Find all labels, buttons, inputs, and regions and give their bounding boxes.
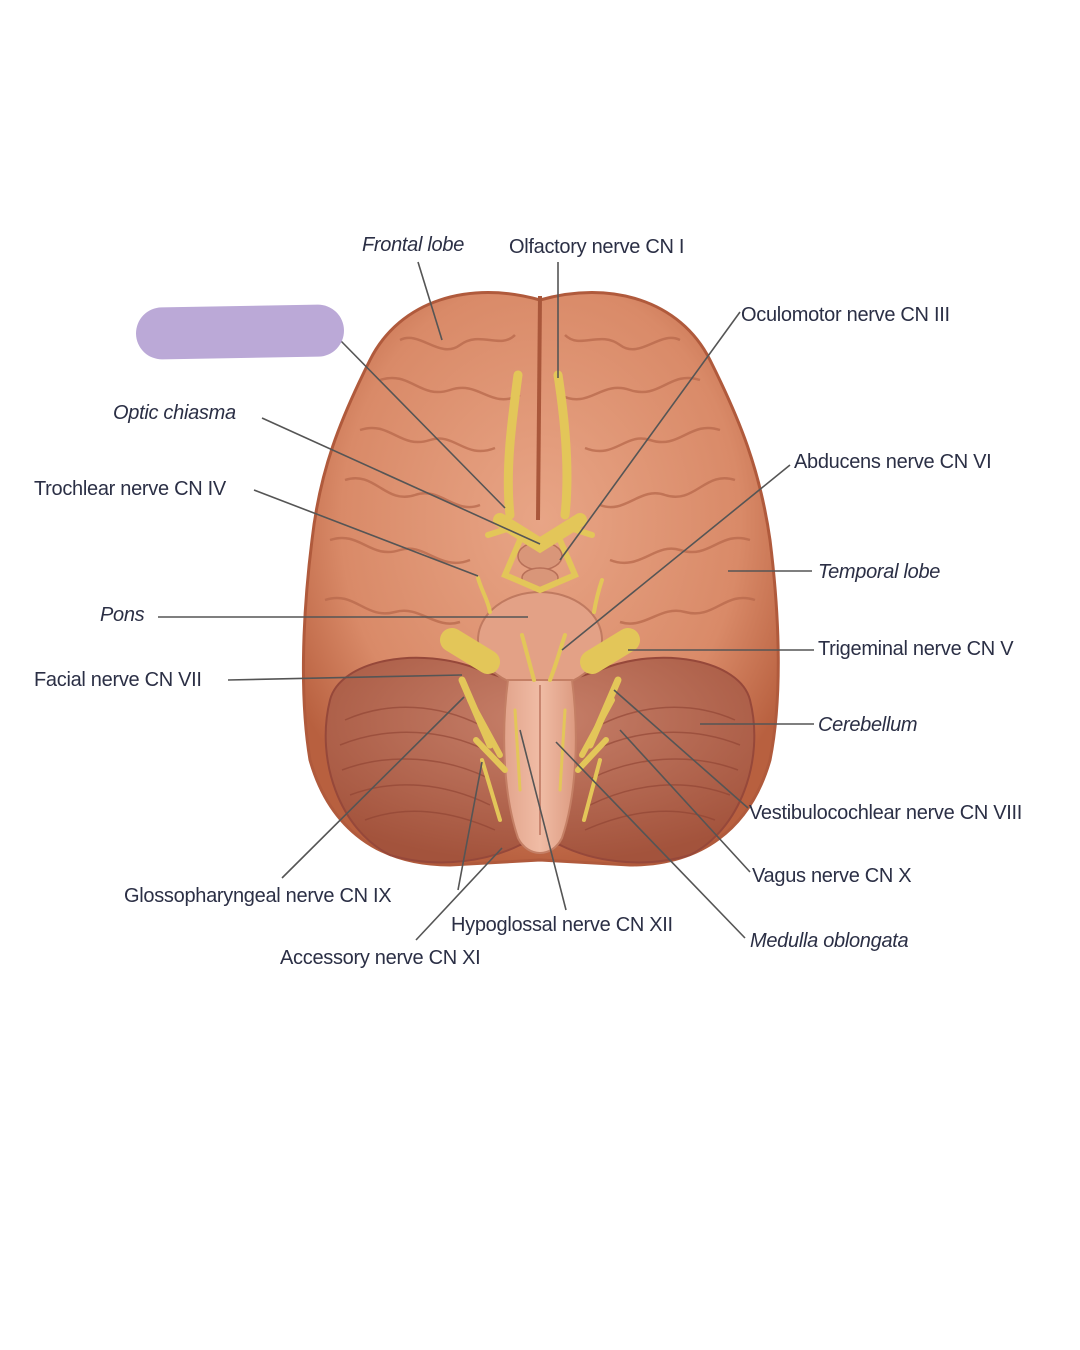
label-trochlear-nerve: Trochlear nerve CN IV [34,478,226,500]
label-glossopharyngeal-nerve: Glossopharyngeal nerve CN IX [124,885,392,907]
label-abducens-nerve: Abducens nerve CN VI [794,451,992,473]
label-temporal-lobe: Temporal lobe [818,561,941,583]
label-vagus-nerve: Vagus nerve CN X [752,865,912,887]
cranial-nerves [440,370,640,822]
pons-shape [477,591,603,689]
label-accessory-nerve: Accessory nerve CN XI [280,947,481,969]
label-olfactory-nerve: Olfactory nerve CN I [509,236,685,258]
label-vestibulocochlear-nerve: Vestibulocochlear nerve CN VIII [749,802,1023,824]
label-oculomotor-nerve: Oculomotor nerve CN III [741,304,950,326]
label-facial-nerve: Facial nerve CN VII [34,669,202,691]
label-frontal-lobe: Frontal lobe [362,234,465,256]
label-trigeminal-nerve: Trigeminal nerve CN V [818,638,1014,660]
leader-lines [158,261,814,941]
label-optic-chiasma: Optic chiasma [113,402,236,424]
label-medulla-oblongata: Medulla oblongata [750,930,909,952]
label-hypoglossal-nerve: Hypoglossal nerve CN XII [451,914,673,936]
label-cerebellum: Cerebellum [818,714,918,736]
label-pons: Pons [100,604,145,626]
redacted-label-highlight [135,304,345,360]
